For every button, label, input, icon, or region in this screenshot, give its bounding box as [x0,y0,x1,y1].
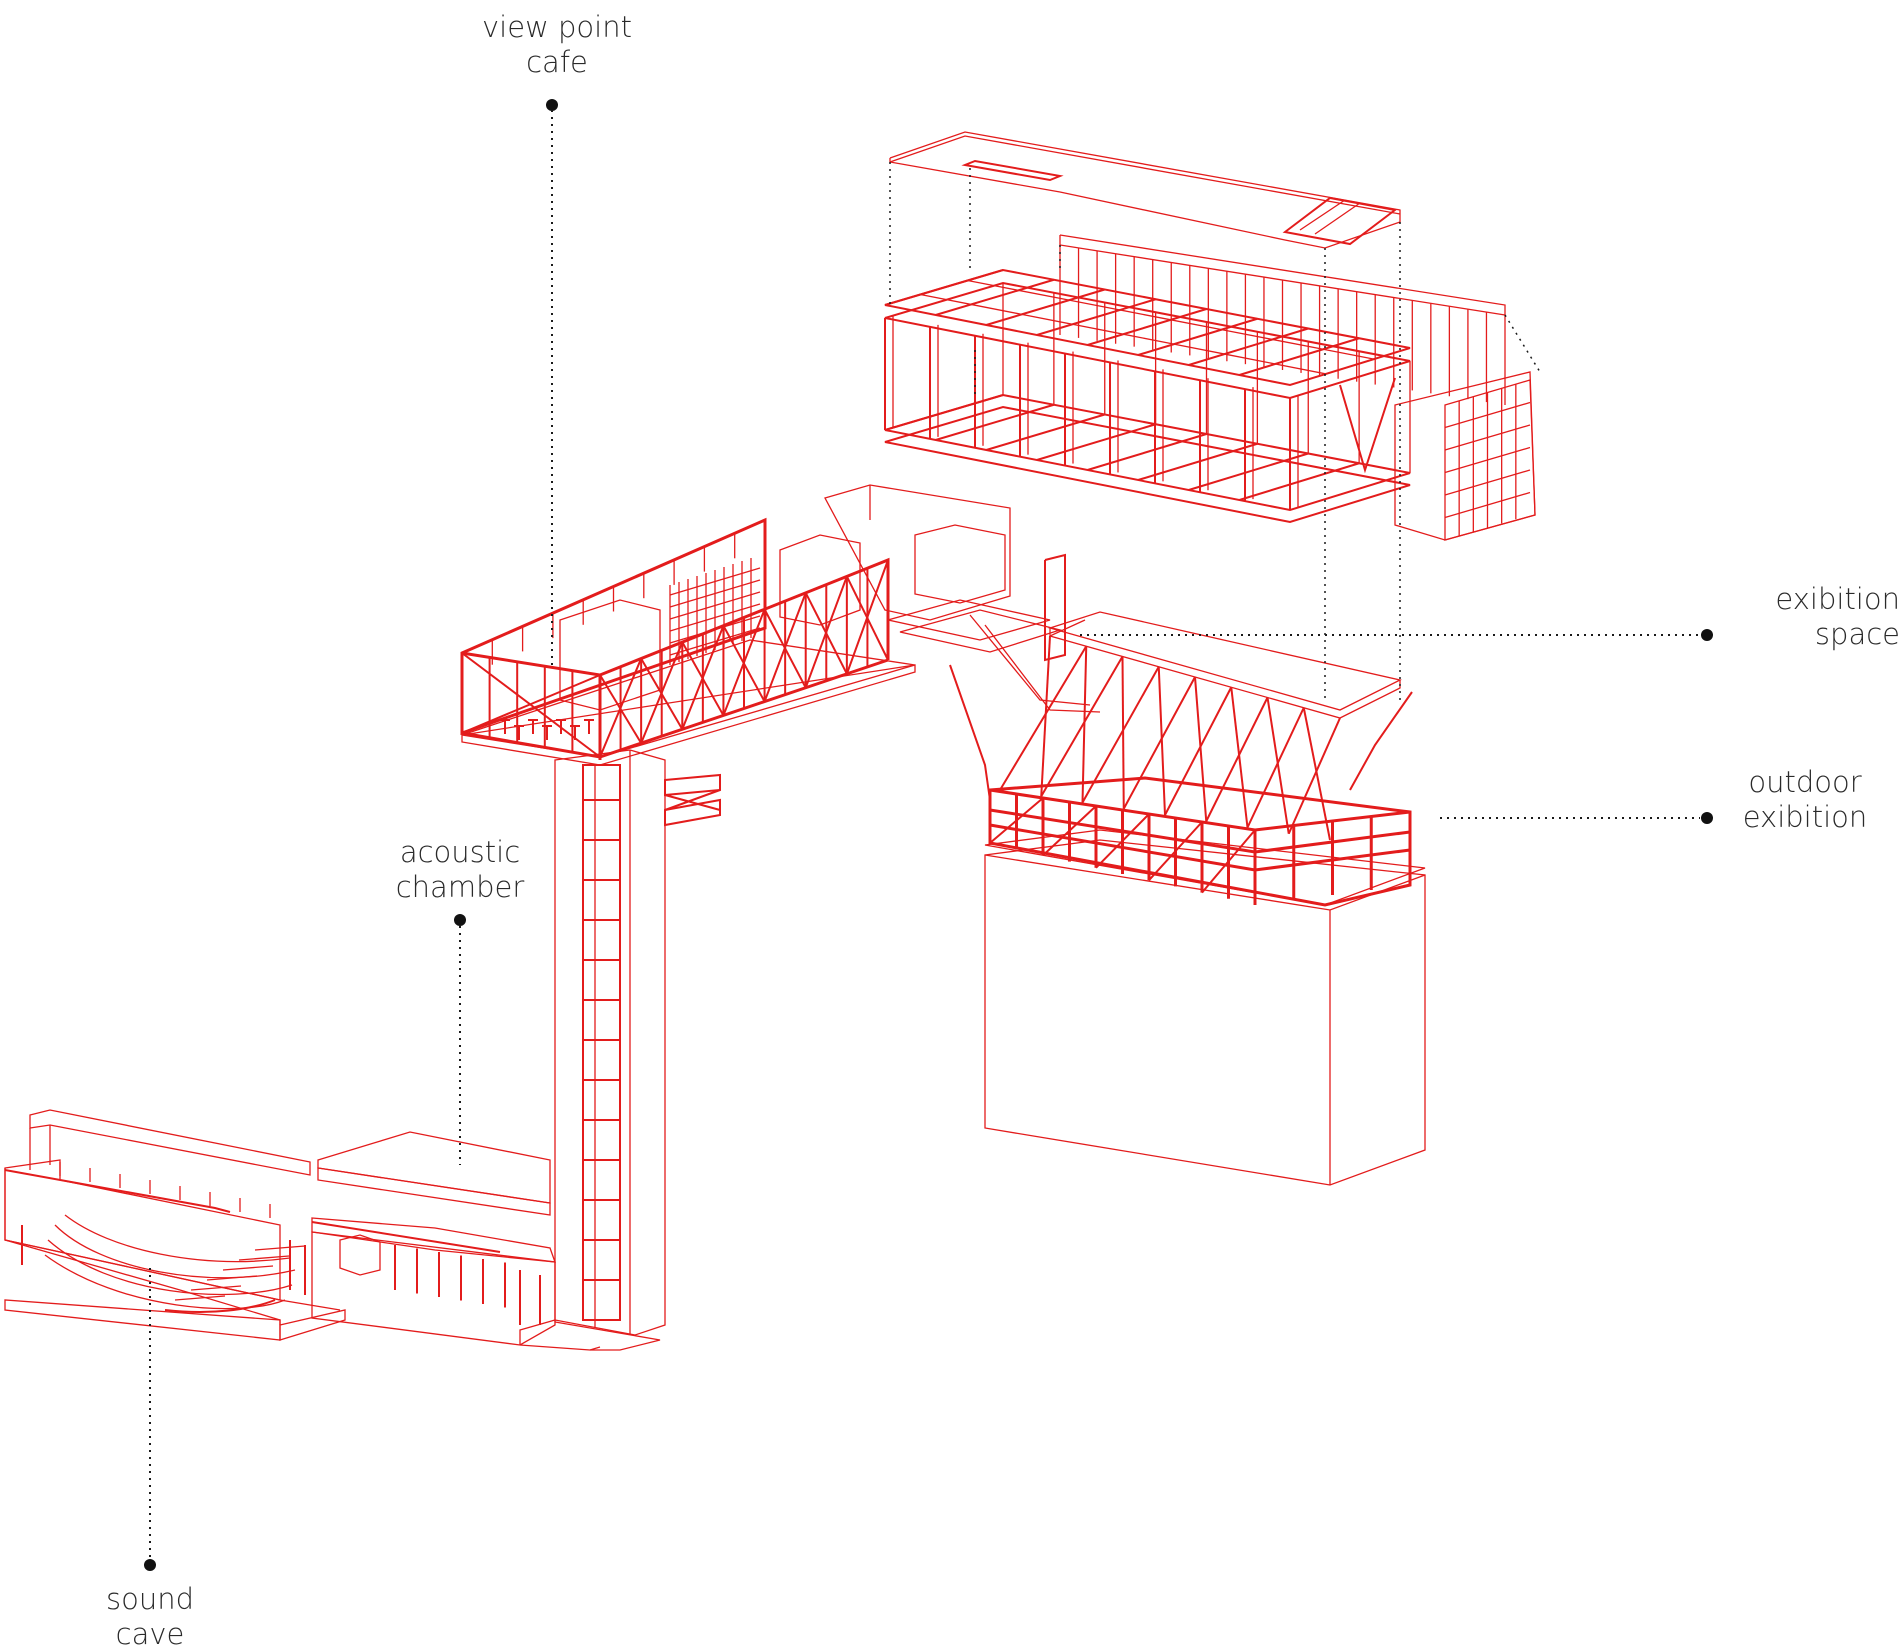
exhibition-box-frame [884,234,1536,541]
label-leaders [144,99,1713,1571]
label-view-point-cafe: view point cafe [482,10,632,79]
plinth-block [984,839,1426,1186]
leader-dot-exibition-space [1701,629,1713,641]
leader-dot-view-point-cafe [546,99,558,111]
label-sound-cave: sound cave [105,1582,195,1651]
projection-lines [889,162,1541,700]
label-outdoor-exibition: outdoor exibition [1742,765,1868,834]
lower-building [4,1109,661,1351]
label-acoustic-chamber: acoustic chamber [395,835,525,904]
tower-column [554,749,721,1336]
stair-bridge [887,553,1101,713]
exhibition-roof [889,131,1401,249]
label-exibition-space: exibition space [1775,582,1900,651]
cafe-platform [460,484,1011,766]
leader-dot-sound-cave [144,1559,156,1571]
leader-dot-outdoor-exibition [1701,812,1713,824]
leader-dot-acoustic-chamber [454,914,466,926]
